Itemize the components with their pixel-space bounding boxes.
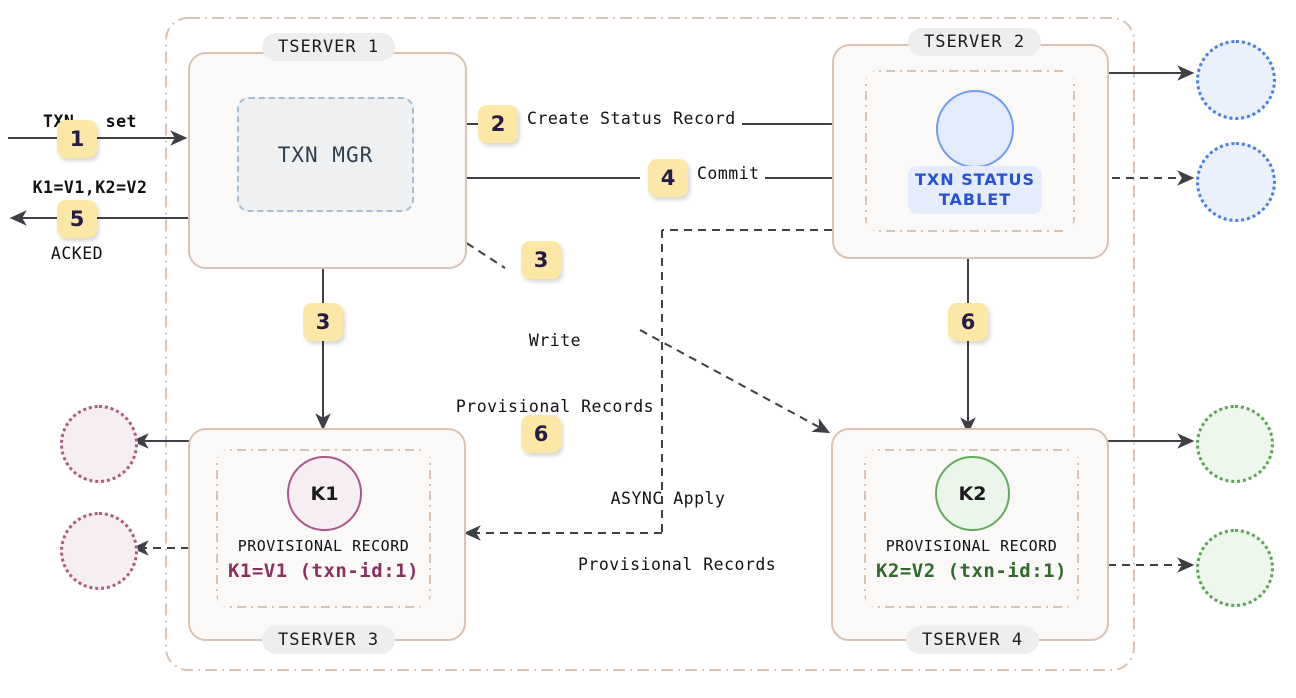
step-1-badge[interactable]: 1 [57,120,97,158]
tserver-3-label: TSERVER 3 [262,626,396,654]
step-6-caption: ASYNC Apply Provisional Records [578,443,777,621]
step-6-caption-line1: ASYNC Apply [610,488,726,508]
step-3-caption-line2: Provisional Records [455,397,655,417]
step-4-caption: Commit [697,164,760,183]
step-4-badge[interactable]: 4 [648,159,688,197]
step-2-badge[interactable]: 2 [478,105,518,143]
blue-replica-top[interactable] [1196,40,1276,120]
step-3-caption: Write Provisional Records [443,285,667,463]
cluster-boundary [165,17,1135,671]
step-5-caption: ACKED [50,244,104,263]
step-5-badge[interactable]: 5 [57,200,97,238]
step-3-label-badge[interactable]: 3 [521,241,561,279]
step-3-arrow-badge[interactable]: 3 [303,303,343,341]
step-6-label-badge[interactable]: 6 [521,415,561,453]
step-1-caption-line2: K1=V1,K2=V2 [32,178,148,198]
step-3-caption-line1: Write [528,330,582,350]
tserver-4-record-title: PROVISIONAL RECORD [885,537,1058,555]
tserver-4-label: TSERVER 4 [906,626,1040,654]
pink-replica-bottom[interactable] [60,512,138,590]
step-6-arrow-badge[interactable]: 6 [948,303,988,341]
tserver-3-record-value: K1=V1 (txn-id:1) [227,560,420,582]
key-k2-circle[interactable]: K2 [935,456,1010,531]
txn-mgr-box[interactable]: TXN MGR [237,97,414,212]
txn-status-tablet-line2: TABLET [938,190,1012,209]
blue-replica-bottom[interactable] [1196,142,1276,222]
txn-status-tablet-line1: TXN STATUS [915,170,1035,189]
tserver-3-record-title: PROVISIONAL RECORD [237,537,410,555]
step-6-caption-line2: Provisional Records [578,555,777,575]
green-replica-top[interactable] [1196,405,1274,483]
txn-status-tablet-chip[interactable]: TXN STATUS TABLET [908,166,1042,214]
step-2-caption: Create Status Record [527,109,736,128]
tserver-2-label: TSERVER 2 [908,28,1042,56]
green-replica-bottom[interactable] [1196,529,1274,607]
txn-status-record-circle[interactable] [936,90,1014,168]
key-k1-circle[interactable]: K1 [287,456,362,531]
pink-replica-top[interactable] [60,405,138,483]
arrow-step-3-right [639,329,831,434]
tserver-4-record-value: K2=V2 (txn-id:1) [875,560,1068,582]
tserver-1-label: TSERVER 1 [262,33,396,61]
